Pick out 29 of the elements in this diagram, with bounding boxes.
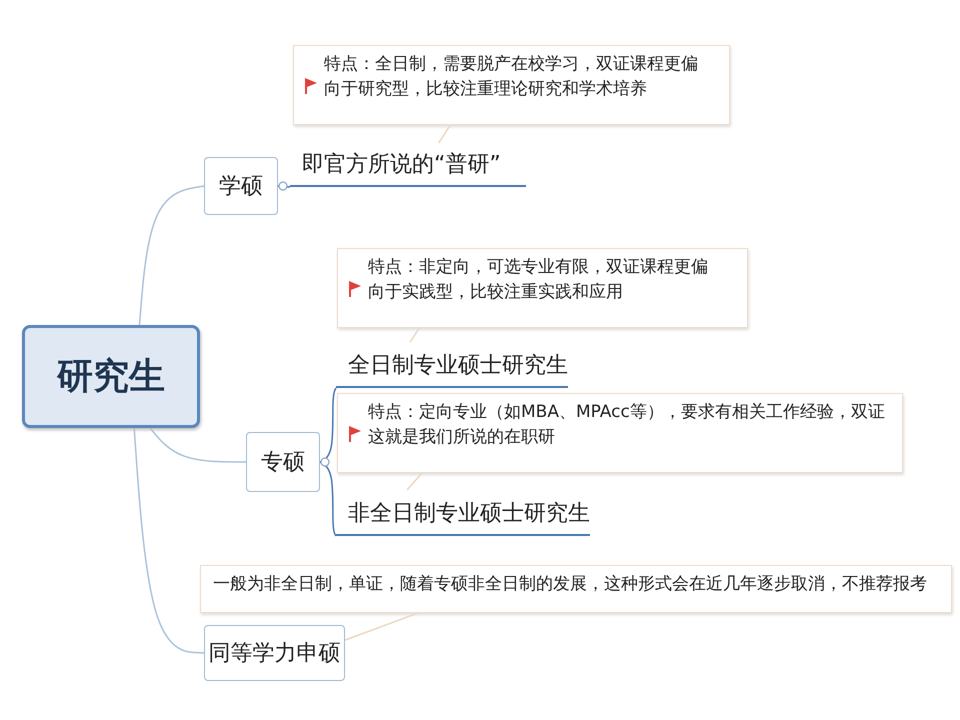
central-topic-text: 研究生 xyxy=(57,355,165,399)
connector-line xyxy=(320,388,337,463)
topic-text: 专硕 xyxy=(261,449,305,477)
connector-line xyxy=(320,461,337,536)
connector-line xyxy=(278,185,290,188)
connector-line xyxy=(410,328,420,342)
topic-box xyxy=(204,625,345,681)
note-callout xyxy=(337,393,903,473)
note-text: 一般为非全日制，单证，随着专硕非全日制的发展，这种形式会在近几年逐步取消，不推荐报考 xyxy=(213,573,928,596)
connector-line xyxy=(438,124,451,144)
topic-text: 学硕 xyxy=(219,173,263,201)
note-text: 特点：非定向，可选专业有限，双证课程更偏向于实践型，比较注重实践和应用 xyxy=(368,256,709,304)
subtopic-text: 即官方所说的“普研” xyxy=(302,151,501,179)
note-text: 特点：全日制，需要脱产在校学习，双证课程更偏向于研究型，比较注重理论研究和学术培养 xyxy=(324,53,699,101)
connector-line xyxy=(138,185,204,326)
connector-line xyxy=(344,612,418,641)
connector-line xyxy=(150,428,246,463)
subtopic-text: 全日制专业硕士研究生 xyxy=(348,352,568,380)
topic-box xyxy=(204,157,278,215)
topic-box xyxy=(246,432,320,492)
note-callout xyxy=(200,565,952,613)
central-topic-box xyxy=(22,325,200,428)
topic-text: 同等学力申硕 xyxy=(208,640,340,668)
note-callout xyxy=(293,45,730,125)
connector-line xyxy=(133,428,204,654)
note-text: 特点：定向专业（如MBA、MPAcc等），要求有相关工作经验，双证这就是我们所说的在职研 xyxy=(368,401,886,449)
note-callout xyxy=(337,248,748,328)
subtopic-text: 非全日制专业硕士研究生 xyxy=(348,500,590,528)
connector-line xyxy=(406,472,422,490)
